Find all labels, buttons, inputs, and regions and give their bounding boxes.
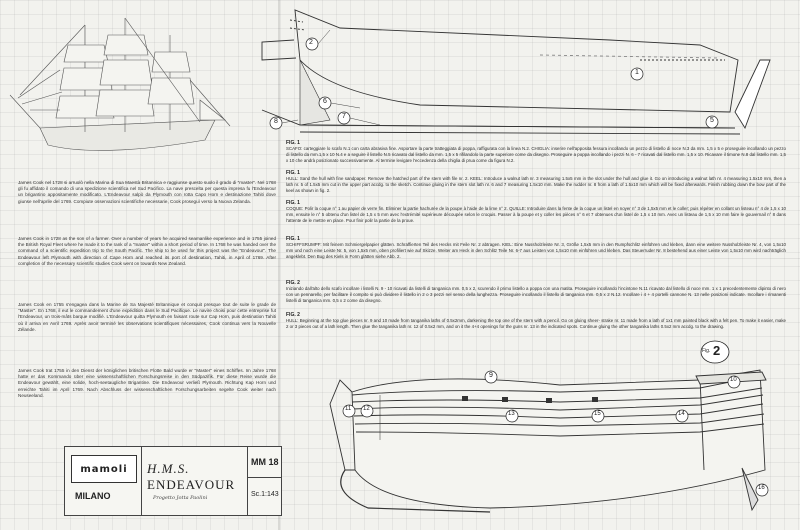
figure1-callouts	[269, 37, 719, 130]
figure1-text-german: SCHIFFSRUMPF: Mit feinem Schmiergelpapie…	[286, 242, 786, 259]
figure2-callouts	[342, 370, 769, 497]
figure2-text-english: HULL: Beginning at the top glue pieces n…	[286, 318, 786, 329]
callout-13: 13	[508, 411, 515, 417]
history-french: James Cook en 1755 s'engagea dans la Mar…	[18, 302, 276, 332]
figure1-hull-drawing	[261, 9, 771, 135]
history-italian: James Cook nel 1728 si arruolò nella Mar…	[18, 180, 276, 204]
model-code: MM 18	[251, 457, 279, 467]
callout-2: 2	[309, 39, 313, 46]
figure1-text-italian: SCAFO: carteggiare lo scafo N.1 con cart…	[286, 146, 786, 163]
mamoli-logo: mamoli	[71, 455, 137, 483]
ship-name-text: ENDEAVOUR	[147, 477, 236, 492]
figure2-marker	[700, 340, 730, 364]
callout-6: 6	[323, 98, 327, 105]
ship-sketch	[9, 17, 231, 151]
figure1-text-english: HULL: Sand the hull with fine sandpaper.…	[286, 176, 786, 193]
callout-11: 11	[345, 406, 352, 412]
title-divider	[141, 447, 142, 515]
designer-signature: Progetto Jotta Paolini	[153, 495, 208, 501]
callout-16: 16	[758, 485, 765, 491]
callout-7: 7	[342, 113, 346, 120]
figure1-text-french: COQUE: Polir la coque n° 1 au papier de …	[286, 206, 786, 223]
gun-ports	[462, 396, 598, 403]
callout-8: 8	[274, 118, 278, 125]
callout-12: 12	[363, 406, 370, 412]
scale-label: Sc.1:143	[251, 491, 279, 498]
figure2-hull-drawing	[329, 369, 767, 513]
ship-name: H.M.S. ENDEAVOUR	[147, 461, 281, 493]
figure1-label-de: FIG. 1	[286, 236, 300, 242]
callout-14: 14	[678, 411, 685, 417]
figure2-marker-number: 2	[713, 343, 721, 358]
history-english: James Cook in 1728 as the son of a farme…	[18, 236, 276, 266]
figure1-callout-lines	[281, 29, 381, 126]
figure1-label-fr: FIG. 1	[286, 200, 300, 206]
title-divider-right	[247, 447, 248, 515]
ship-prefix: H.M.S.	[147, 461, 190, 476]
city-label: MILANO	[75, 491, 111, 501]
figure2-marker-prefix: Fig.	[702, 348, 711, 354]
callout-9: 9	[489, 372, 493, 379]
page-fold	[278, 0, 280, 530]
callout-10: 10	[730, 377, 737, 383]
title-divider-horizontal	[247, 477, 281, 478]
page-fold-horizontal	[0, 258, 800, 259]
title-block: mamoli MILANO H.M.S. ENDEAVOUR Progetto …	[64, 446, 282, 516]
figure2-label-it: FIG. 2	[286, 280, 300, 286]
history-german: James Cook trat 1755 in den Dienst der k…	[18, 368, 276, 398]
figure2-label-en: FIG. 2	[286, 312, 300, 318]
callout-1: 1	[635, 69, 639, 76]
figure2-text-italian: Iniziando dall'alto dello scafo incollar…	[286, 286, 786, 303]
figure1-label-it: FIG. 1	[286, 140, 300, 146]
callout-5: 5	[710, 117, 714, 124]
figure1-label-en: FIG. 1	[286, 170, 300, 176]
callout-15: 15	[594, 411, 601, 417]
